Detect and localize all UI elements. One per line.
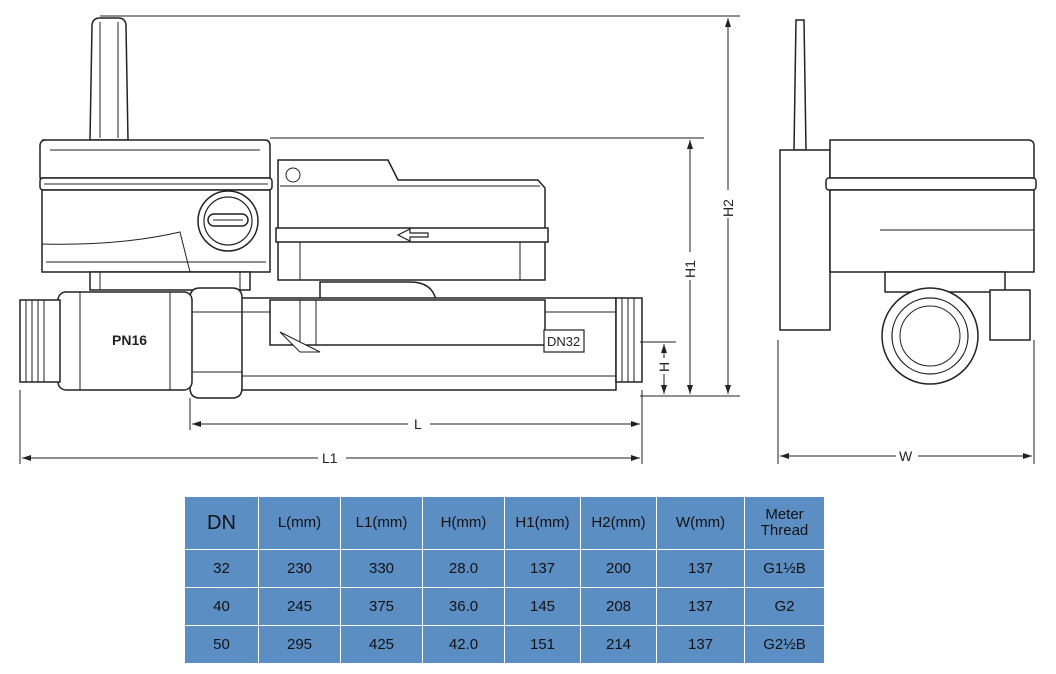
- cell-h: 36.0: [422, 587, 505, 626]
- cell-h2: 214: [580, 625, 657, 664]
- cell-l1: 375: [340, 587, 423, 626]
- side-pipe-end: [881, 287, 979, 385]
- side-view: [779, 19, 1037, 385]
- antenna: [89, 17, 129, 141]
- dim-label-W: W: [899, 448, 913, 464]
- table-header-row: DN L(mm) L1(mm) H(mm) H1(mm) H2(mm) W(mm…: [184, 496, 825, 550]
- front-view: [19, 17, 643, 399]
- dim-label-H2: H2: [720, 199, 736, 217]
- cell-h: 42.0: [422, 625, 505, 664]
- control-box: [39, 139, 273, 291]
- cell-h2: 200: [580, 549, 657, 588]
- union-nut: [189, 287, 243, 399]
- cell-thread: G2: [744, 587, 825, 626]
- dim-label-H: H: [656, 362, 672, 372]
- cell-h2: 208: [580, 587, 657, 626]
- dim-label-L1: L1: [322, 450, 338, 466]
- cell-dn: 50: [184, 625, 259, 664]
- header-h1: H1(mm): [504, 496, 581, 550]
- cell-h1: 145: [504, 587, 581, 626]
- header-h: H(mm): [422, 496, 505, 550]
- cell-dn: 32: [184, 549, 259, 588]
- register-head: [275, 159, 549, 321]
- table-row: 32 230 330 28.0 137 200 137 G1½B: [184, 549, 825, 588]
- header-l1: L1(mm): [340, 496, 423, 550]
- ball-valve: [19, 291, 193, 391]
- table-row: 50 295 425 42.0 151 214 137 G2½B: [184, 625, 825, 664]
- side-antenna: [793, 19, 807, 151]
- cell-l: 245: [258, 587, 341, 626]
- cell-l1: 330: [340, 549, 423, 588]
- header-h2: H2(mm): [580, 496, 657, 550]
- body-label: DN32: [547, 334, 580, 349]
- header-dn: DN: [184, 496, 259, 550]
- cell-l: 295: [258, 625, 341, 664]
- meter-body: [239, 297, 643, 391]
- specification-table: DN L(mm) L1(mm) H(mm) H1(mm) H2(mm) W(mm…: [184, 496, 825, 664]
- dim-label-L: L: [414, 416, 422, 432]
- cell-h1: 137: [504, 549, 581, 588]
- cell-w: 137: [656, 587, 745, 626]
- cell-w: 137: [656, 625, 745, 664]
- technical-drawing: PN16 DN32 L L1 W: [19, 15, 1037, 466]
- cell-thread: G1½B: [744, 549, 825, 588]
- cell-h: 28.0: [422, 549, 505, 588]
- table-row: 40 245 375 36.0 145 208 137 G2: [184, 587, 825, 626]
- cell-l1: 425: [340, 625, 423, 664]
- header-l: L(mm): [258, 496, 341, 550]
- header-w: W(mm): [656, 496, 745, 550]
- cell-h1: 151: [504, 625, 581, 664]
- cell-w: 137: [656, 549, 745, 588]
- cell-l: 230: [258, 549, 341, 588]
- cell-dn: 40: [184, 587, 259, 626]
- dim-label-H1: H1: [682, 260, 698, 278]
- cell-thread: G2½B: [744, 625, 825, 664]
- valve-label: PN16: [112, 332, 147, 348]
